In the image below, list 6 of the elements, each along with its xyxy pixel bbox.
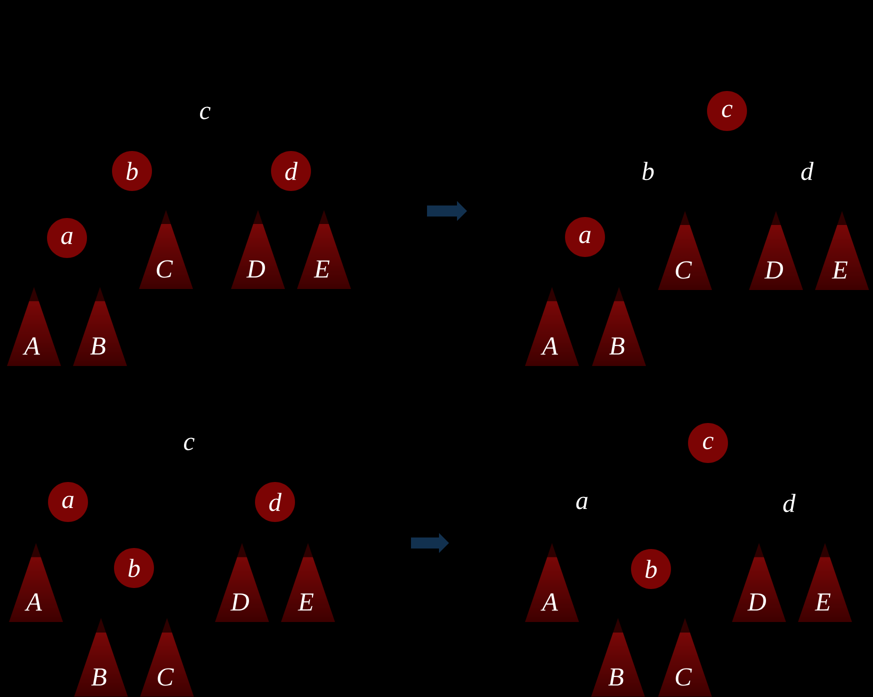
node-letter: c bbox=[184, 438, 194, 450]
node-letter: d bbox=[783, 494, 796, 512]
node-letter: b bbox=[642, 162, 654, 180]
node-letter: c bbox=[200, 106, 210, 120]
node-letter: a bbox=[576, 496, 588, 510]
node-letter: d bbox=[801, 162, 814, 180]
